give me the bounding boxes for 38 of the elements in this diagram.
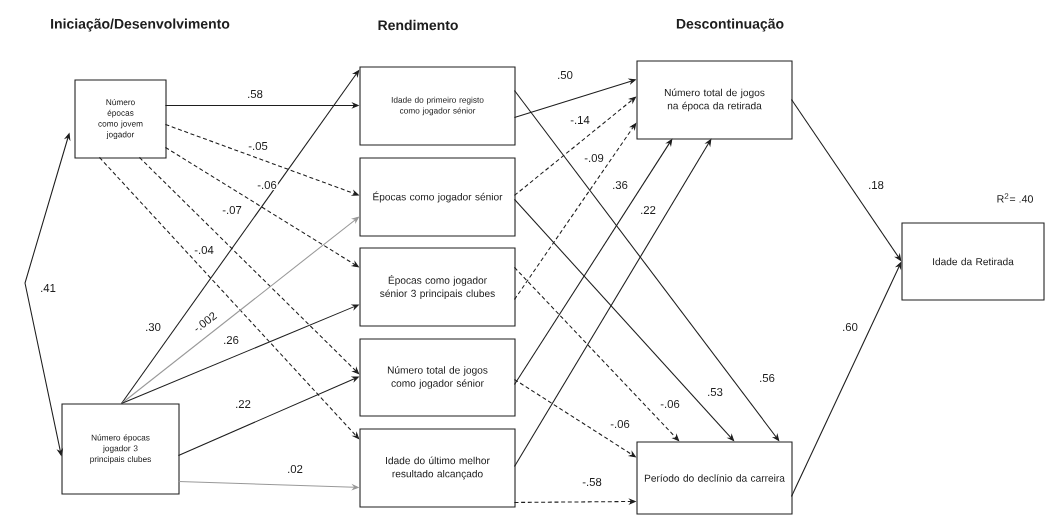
- edge-label: .02: [286, 463, 304, 475]
- variable-box: Período do declínio da carreira: [636, 441, 793, 515]
- variable-box: Épocas como jogador sénior: [359, 157, 516, 237]
- r-squared-label: R$^{2}$= .40: [997, 193, 1033, 203]
- edge-label: -.002: [190, 309, 220, 335]
- edge-label: .58: [246, 88, 264, 100]
- variable-box: Número épocas jogador 3 principais clubes: [61, 403, 180, 495]
- edge-label: -.05: [247, 140, 269, 152]
- edge-label: -.04: [193, 244, 215, 256]
- edge-label: .18: [867, 179, 885, 191]
- edge-label: .26: [222, 334, 240, 346]
- edge-label: .60: [841, 321, 859, 333]
- variable-box: Idade do primeiro registo como jogador sénior: [359, 66, 516, 146]
- edge-label: .41: [39, 283, 57, 293]
- edge-label: .22: [639, 204, 657, 215]
- edge-label: -.06: [256, 179, 278, 191]
- column-heading: Rendimento: [378, 19, 458, 31]
- path-arrow: [138, 156, 360, 375]
- edge-label: -.06: [609, 418, 631, 430]
- variable-box: Número épocas como jovem jogador: [74, 79, 167, 159]
- edge-label: .50: [556, 69, 574, 81]
- edge-label: -.06: [659, 398, 681, 410]
- edge-label: .53: [706, 386, 724, 398]
- variable-box: Idade da Retirada: [901, 222, 1045, 301]
- variable-box: Número total de jogos como jogador sénior: [359, 338, 516, 417]
- column-heading: Iniciação/Desenvolvimento: [51, 18, 230, 32]
- edge-label: -.14: [569, 115, 591, 125]
- variable-box: Número total de jogos na época da retirada: [636, 60, 793, 140]
- edge-label: -.09: [583, 152, 605, 164]
- edge-label: .30: [144, 321, 162, 333]
- edge-label: -.58: [581, 476, 603, 488]
- edge-label: .22: [234, 398, 252, 409]
- column-heading: Descontinuação: [676, 18, 784, 32]
- variable-box: Idade do último melhor resultado alcançado: [359, 428, 516, 508]
- variable-box: Épocas como jogador sénior 3 principais clubes: [359, 247, 516, 327]
- edge-label: .56: [758, 372, 776, 384]
- edge-label: -.07: [221, 204, 243, 216]
- edge-label: .36: [611, 179, 629, 191]
